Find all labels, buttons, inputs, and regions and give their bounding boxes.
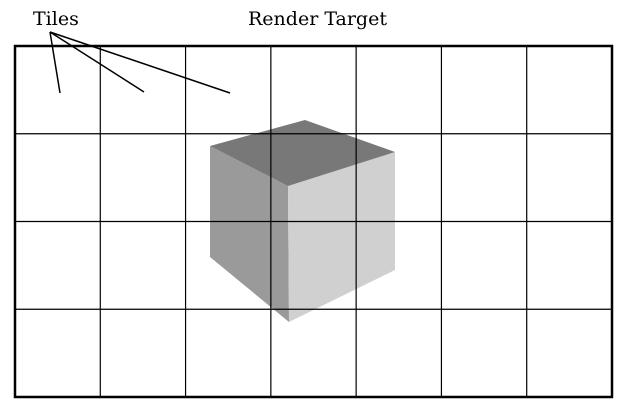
render-target-border <box>13 44 614 399</box>
cube-left-face <box>210 146 289 322</box>
tile-grid <box>15 46 612 397</box>
tiles-label: Tiles <box>33 8 79 30</box>
tiles-pointer-lines <box>49 31 231 94</box>
cube-top-face <box>210 120 395 186</box>
cube <box>210 120 395 322</box>
tiles-pointer-line-1 <box>49 31 61 94</box>
tiles-pointer-line-2 <box>49 31 145 93</box>
tiles-pointer-line-3 <box>49 31 231 94</box>
render-target-label: Render Target <box>248 8 387 30</box>
cube-right-face <box>288 152 395 322</box>
